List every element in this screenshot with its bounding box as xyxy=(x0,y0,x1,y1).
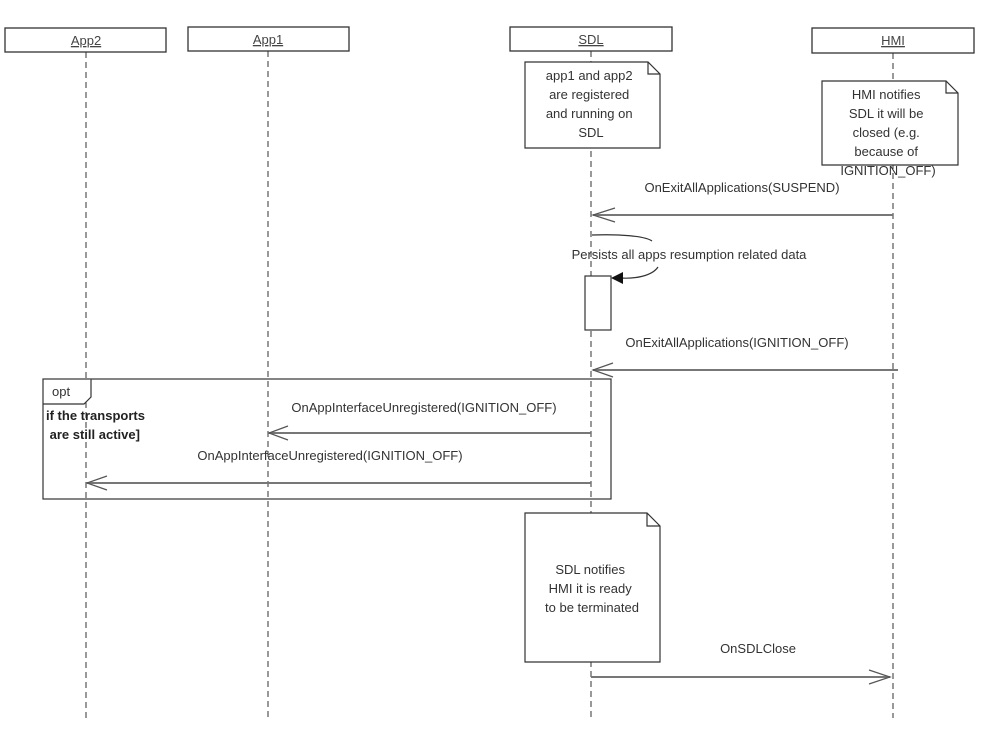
note-sdl-ready[interactable]: SDL notifies HMI it is ready to be termi… xyxy=(524,512,661,663)
fragment-guard-line: are still active] xyxy=(46,427,140,442)
message-label: OnSDLClose xyxy=(720,641,796,656)
participant-app2[interactable]: App2 xyxy=(4,27,167,53)
participant-app1[interactable]: App1 xyxy=(187,26,350,52)
open-arrowhead-icon xyxy=(591,362,614,378)
open-arrowhead-icon xyxy=(267,425,289,441)
note-line: app1 and app2 xyxy=(546,68,633,83)
svg-text:SDL notifies HMI it is r: SDL notifies HMI it is ready to be termi… xyxy=(545,562,639,615)
participant-label: HMI xyxy=(881,33,905,48)
note-line: closed (e.g. xyxy=(853,125,920,140)
message-label: Persists all apps resumption related dat… xyxy=(572,247,808,262)
participant-sdl[interactable]: SDL xyxy=(509,26,673,52)
activation-bar-sdl xyxy=(584,275,612,331)
participant-label: App1 xyxy=(253,32,283,47)
message-exit-suspend[interactable]: OnExitAllApplications(SUSPEND) xyxy=(591,180,893,223)
note-line: HMI it is ready xyxy=(549,581,633,596)
open-arrowhead-icon xyxy=(85,475,108,491)
fragment-operator: opt xyxy=(52,384,70,399)
note-line: IGNITION_OFF) xyxy=(840,163,935,178)
filled-arrowhead-icon xyxy=(611,272,623,284)
participant-hmi[interactable]: HMI xyxy=(811,27,975,54)
message-self-persist[interactable]: Persists all apps resumption related dat… xyxy=(572,234,808,284)
note-hmi-notifies[interactable]: HMI notifies SDL it will be closed (e.g.… xyxy=(821,80,959,178)
note-line: are registered xyxy=(549,87,629,102)
opt-fragment[interactable]: opt if the transports are still active] xyxy=(42,378,612,500)
svg-text:HMI notifies SDL it will: HMI notifies SDL it will be closed (e.g.… xyxy=(840,87,935,178)
svg-text:app1 and app2 are regist: app1 and app2 are registered and running… xyxy=(546,68,636,140)
open-arrowhead-icon xyxy=(868,669,892,685)
lifelines xyxy=(85,51,894,718)
message-label: OnAppInterfaceUnregistered(IGNITION_OFF) xyxy=(291,400,556,415)
note-line: to be terminated xyxy=(545,600,639,615)
note-line: SDL it will be xyxy=(849,106,924,121)
message-unregistered-app2[interactable]: OnAppInterfaceUnregistered(IGNITION_OFF) xyxy=(85,448,591,491)
participant-label: App2 xyxy=(71,33,101,48)
message-label: OnExitAllApplications(SUSPEND) xyxy=(644,180,839,195)
fragment-guard-line: if the transports xyxy=(46,408,145,423)
note-line: and running on xyxy=(546,106,633,121)
note-line: because of xyxy=(854,144,918,159)
open-arrowhead-icon xyxy=(591,207,616,223)
message-label: OnExitAllApplications(IGNITION_OFF) xyxy=(625,335,848,350)
note-sdl-registered[interactable]: app1 and app2 are registered and running… xyxy=(524,61,661,149)
note-line: SDL xyxy=(578,125,603,140)
participant-label: SDL xyxy=(578,32,603,47)
note-line: HMI notifies xyxy=(852,87,921,102)
message-unregistered-app1[interactable]: OnAppInterfaceUnregistered(IGNITION_OFF) xyxy=(267,400,591,441)
message-label: OnAppInterfaceUnregistered(IGNITION_OFF) xyxy=(197,448,462,463)
message-exit-ignition[interactable]: OnExitAllApplications(IGNITION_OFF) xyxy=(591,335,898,378)
note-line: SDL notifies xyxy=(555,562,625,577)
message-sdl-close[interactable]: OnSDLClose xyxy=(591,641,892,685)
